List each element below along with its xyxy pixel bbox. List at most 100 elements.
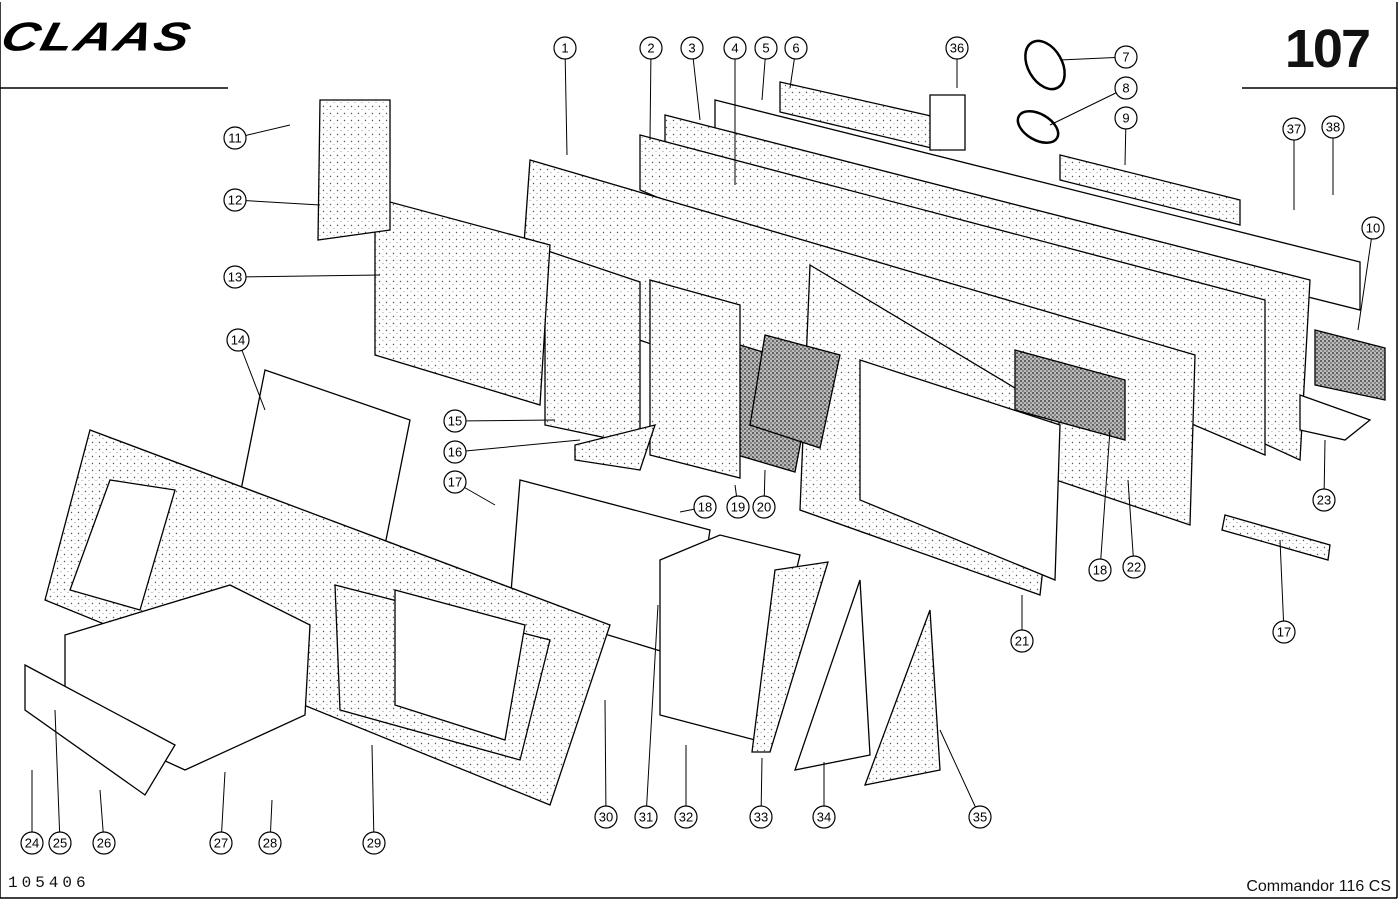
callout-28: 28 [258,799,282,855]
callout-label: 6 [792,41,799,56]
leader-line [1099,429,1111,571]
callout-circle [553,36,577,60]
callout-29: 29 [362,744,386,855]
callout-label: 19 [731,500,745,515]
callout-label: 1 [561,41,568,56]
callout-label: 36 [950,41,964,56]
callout-circle [693,495,717,519]
leader-line [1279,539,1285,633]
callout-circle [226,328,250,352]
callout-circle [749,805,773,829]
callout-circle [1114,106,1138,130]
callout-label: 27 [214,836,228,851]
callout-label: 23 [1317,493,1331,508]
callout-label: 35 [973,810,987,825]
callout-circle [594,805,618,829]
callout-12: 12 [223,188,321,212]
callout-34: 34 [812,762,836,829]
callout-circle [812,805,836,829]
callout-label: 13 [228,270,242,285]
leader-line [645,604,659,818]
callout-35: 35 [939,729,992,829]
callout-label: 29 [367,836,381,851]
leader-line [234,274,381,278]
leader-line [939,729,981,818]
callout-circle [726,495,750,519]
callout-label: 31 [639,810,653,825]
callout-20: 20 [752,469,776,519]
callout-label: 12 [228,193,242,208]
callout-circle [639,36,663,60]
callout-circle [362,831,386,855]
callout-16: 16 [443,439,581,464]
callout-24: 24 [20,770,44,855]
callout-circle [223,265,247,289]
callout-30: 30 [594,699,618,829]
callout-label: 3 [688,41,695,56]
callout-label: 22 [1127,560,1141,575]
callout-27: 27 [209,771,233,855]
callout-circle [752,495,776,519]
callout-32: 32 [674,745,698,829]
callout-33: 33 [749,757,773,829]
callout-circle [1361,216,1385,240]
callout-circle [634,805,658,829]
callout-label: 26 [97,836,111,851]
callout-26: 26 [92,789,116,855]
leader-line [237,339,266,411]
callout-label: 8 [1122,81,1129,96]
callout-19: 19 [726,484,750,519]
callout-label: 4 [731,41,738,56]
callout-23: 23 [1312,439,1336,512]
callout-15: 15 [443,409,556,433]
callout-label: 28 [263,836,277,851]
callout-circle [1321,115,1345,139]
leader-line [649,47,652,141]
callout-7: 7 [1059,45,1138,69]
callout-label: 20 [757,500,771,515]
callout-circle [945,36,969,60]
callout-label: 34 [817,810,831,825]
callout-18: 18 [1088,429,1112,582]
callout-circle [1114,76,1138,100]
callout-circle [443,440,467,464]
callout-21: 21 [1010,595,1034,653]
callout-3: 3 [680,36,704,121]
callout-17: 17 [443,470,496,506]
callout-4: 4 [723,36,747,185]
callout-5: 5 [754,36,778,101]
callout-18: 18 [679,495,717,519]
callout-2: 2 [639,36,663,141]
callout-label: 11 [228,131,242,146]
leader-line [1127,479,1135,568]
callout-11: 11 [223,124,291,150]
callout-17: 17 [1272,539,1296,644]
callout-label: 30 [599,810,613,825]
callout-circle [784,36,808,60]
front-covers [24,369,1331,806]
leader-line [371,744,375,844]
callout-6: 6 [784,36,808,89]
callout-14: 14 [226,328,266,411]
callout-label: 38 [1326,120,1340,135]
callout-9: 9 [1114,106,1138,166]
leader-line [454,439,581,453]
callout-circle [48,831,72,855]
document-number: 105406 [8,874,90,892]
callout-circle [443,470,467,494]
callout-label: 16 [448,445,462,460]
leader-line [691,47,701,121]
callout-circle [1282,117,1306,141]
leader-line [54,709,61,844]
callout-label: 17 [448,475,462,490]
callout-36: 36 [945,36,969,88]
callout-label: 32 [679,810,693,825]
callout-circle [754,36,778,60]
callout-circle [1122,555,1146,579]
leader-line [454,419,556,422]
callout-37: 37 [1282,117,1306,210]
callout-circle [258,831,282,855]
callout-label: 25 [53,836,67,851]
